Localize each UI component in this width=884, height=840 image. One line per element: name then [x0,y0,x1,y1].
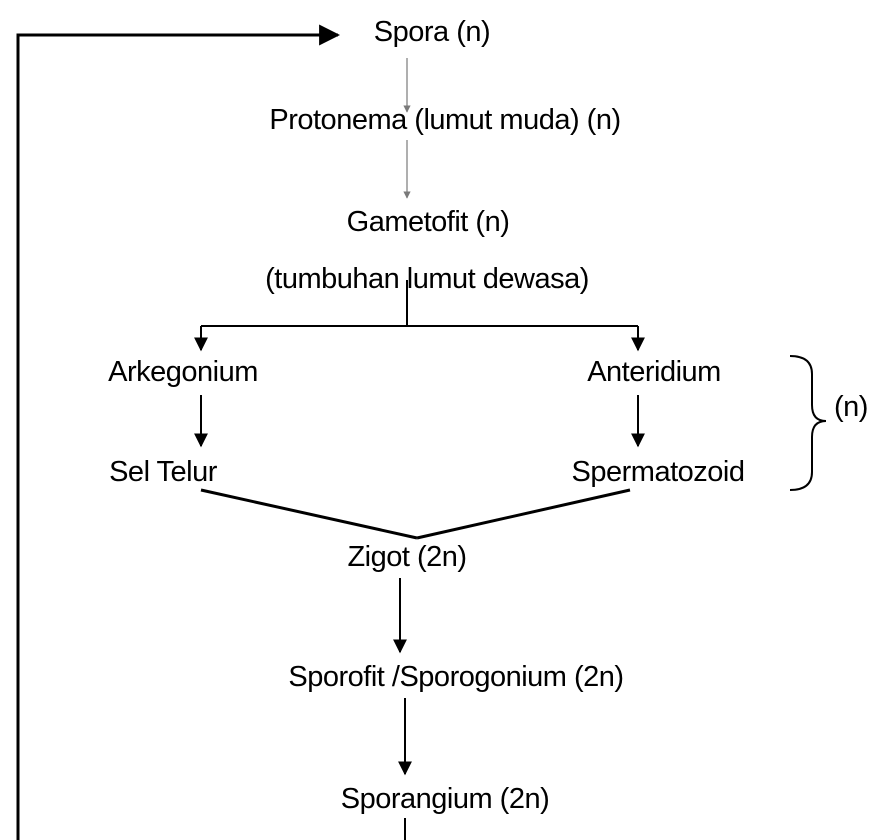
haploid-bracket [789,355,827,491]
line-sel-telur-zigot [200,488,418,540]
node-protonema: Protonema (lumut muda) (n) [269,104,621,136]
node-spora: Spora (n) [373,16,491,48]
node-sporangium: Sporangium (2n) [340,783,550,815]
node-arkegonium: Arkegonium [108,356,258,388]
feedback-loop-line [16,24,341,840]
node-sel-telur: Sel Telur [109,456,217,488]
node-gametofit: Gametofit (n) [346,206,510,238]
line-spermatozoid-zigot [416,488,631,540]
node-zigot: Zigot (2n) [347,541,467,573]
node-sporofit: Sporofit /Sporogonium (2n) [288,661,624,693]
node-anteridium: Anteridium [587,356,721,388]
node-spermatozoid: Spermatozoid [571,456,745,488]
node-gametofit-description: (tumbuhan lumut dewasa) [265,263,589,295]
bracket-label: (n) [834,391,868,423]
